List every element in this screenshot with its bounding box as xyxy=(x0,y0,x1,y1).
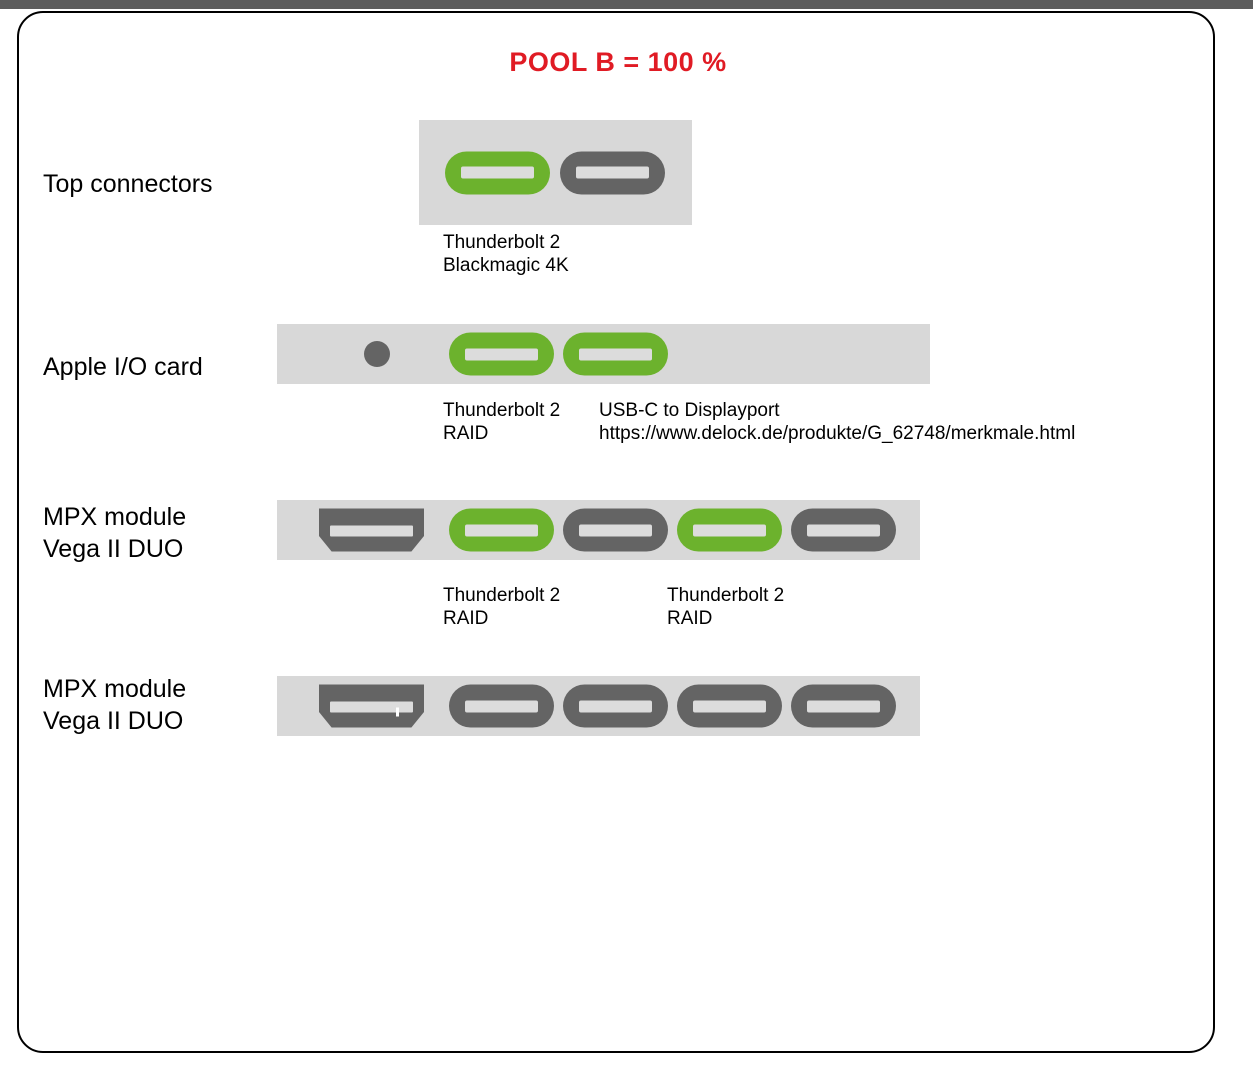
row-label-mpx-module-1: MPX module Vega II DUO xyxy=(43,503,187,563)
port-usbc-inactive[interactable] xyxy=(563,684,668,728)
port-slot xyxy=(330,525,413,536)
port-slot xyxy=(465,700,538,712)
port-slot xyxy=(465,524,538,536)
port-usbc-active[interactable] xyxy=(677,508,782,552)
port-usbc-inactive[interactable] xyxy=(449,684,554,728)
port-slot xyxy=(461,166,534,179)
port-usbc-inactive[interactable] xyxy=(560,151,665,194)
connector-panel-apple-io-card xyxy=(277,324,930,384)
port-slot xyxy=(579,348,652,360)
caption-thunderbolt-raid: Thunderbolt 2 RAID xyxy=(443,400,561,444)
row-label-mpx-module-2: MPX module Vega II DUO xyxy=(43,675,187,735)
port-audio-jack[interactable] xyxy=(364,341,390,367)
port-slot xyxy=(693,524,766,536)
slide-frame: POOL B = 100 % Top connectors Thunderbol… xyxy=(17,11,1215,1053)
caption-thunderbolt-blackmagic: Thunderbolt 2 Blackmagic 4K xyxy=(443,232,569,276)
port-hdmi-inactive[interactable] xyxy=(319,684,424,728)
port-usbc-inactive[interactable] xyxy=(791,508,896,552)
port-nub xyxy=(395,707,399,716)
port-slot xyxy=(807,700,880,712)
row-label-top-connectors: Top connectors xyxy=(43,170,213,198)
port-slot xyxy=(465,348,538,360)
port-slot xyxy=(579,524,652,536)
port-hdmi-inactive[interactable] xyxy=(319,508,424,552)
caption-usbc-displayport: USB-C to Displayport https://www.delock.… xyxy=(599,400,1076,444)
port-usbc-inactive[interactable] xyxy=(563,508,668,552)
port-slot xyxy=(807,524,880,536)
port-usbc-active[interactable] xyxy=(445,151,550,194)
row-label-apple-io-card: Apple I/O card xyxy=(43,353,203,381)
port-slot xyxy=(330,701,413,712)
connector-panel-mpx-module-1 xyxy=(277,500,920,560)
port-usbc-inactive[interactable] xyxy=(791,684,896,728)
port-usbc-inactive[interactable] xyxy=(677,684,782,728)
port-usbc-active[interactable] xyxy=(563,332,668,376)
port-usbc-active[interactable] xyxy=(449,508,554,552)
port-usbc-active[interactable] xyxy=(449,332,554,376)
window-title-bar xyxy=(0,0,1253,9)
port-slot xyxy=(579,700,652,712)
page-title: POOL B = 100 % xyxy=(509,47,727,77)
port-slot xyxy=(576,166,649,179)
port-slot xyxy=(693,700,766,712)
caption-thunderbolt-raid: Thunderbolt 2 RAID xyxy=(667,585,785,629)
caption-thunderbolt-raid: Thunderbolt 2 RAID xyxy=(443,585,561,629)
connector-panel-mpx-module-2 xyxy=(277,676,920,736)
connector-panel-top-connectors xyxy=(419,120,692,225)
